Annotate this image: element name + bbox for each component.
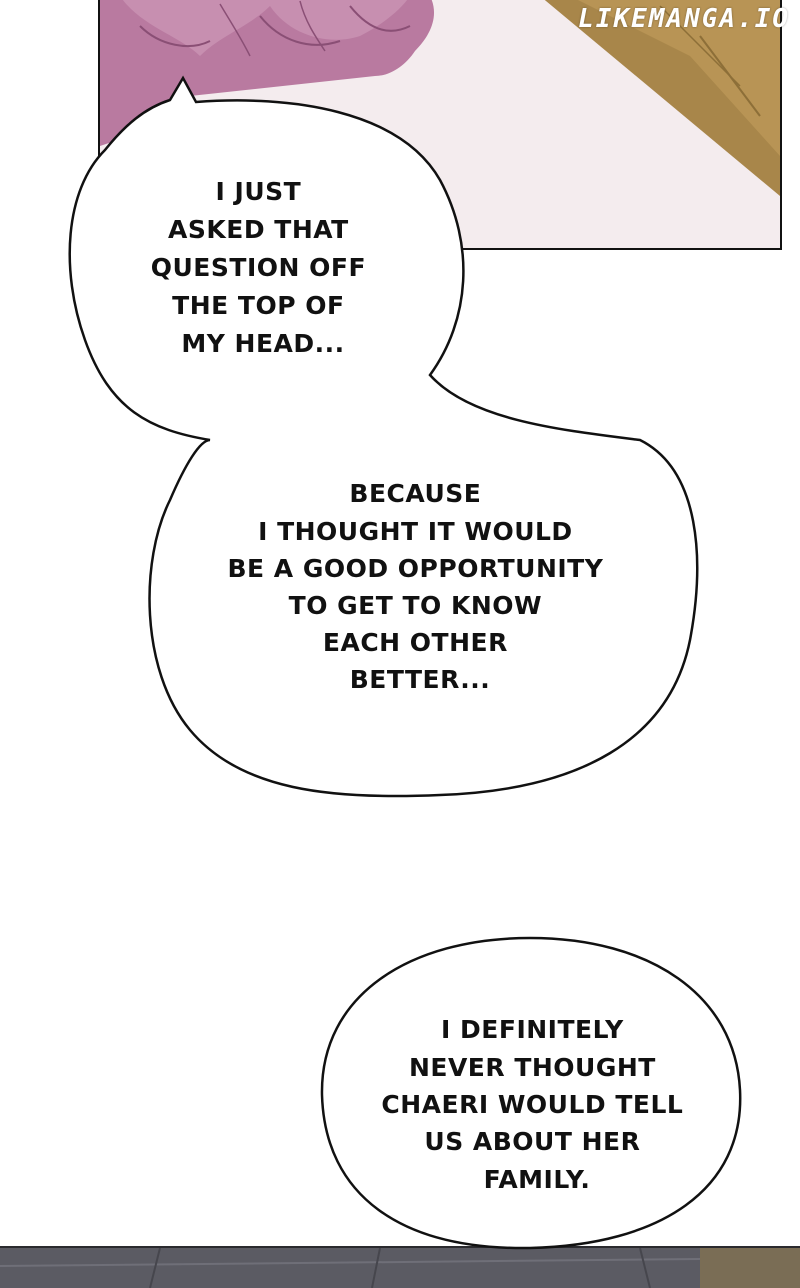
bubble-3-line: I DEFINITELY xyxy=(441,1015,624,1044)
bubble-1-line: QUESTION OFF xyxy=(151,253,366,282)
bubble-2-text: BECAUSE I THOUGHT IT WOULD BE A GOOD OPP… xyxy=(227,479,612,694)
bubble-1-line: MY HEAD... xyxy=(181,329,344,358)
bubble-2-line: BE A GOOD OPPORTUNITY xyxy=(227,554,603,583)
bubble-3-line: FAMILY. xyxy=(484,1165,591,1194)
bubble-1-line: ASKED THAT xyxy=(168,215,349,244)
bubble-2-line: BETTER... xyxy=(350,665,491,694)
speech-bubble-1 xyxy=(68,75,699,798)
bubble-3-line: CHAERI WOULD TELL xyxy=(381,1090,683,1119)
bubble-2-line: EACH OTHER xyxy=(323,628,508,657)
site-watermark: LIKEMANGA.IO xyxy=(578,4,790,34)
speech-bubble-3 xyxy=(320,936,742,1250)
bubble-3-text: I DEFINITELY NEVER THOUGHT CHAERI WOULD … xyxy=(381,1015,692,1194)
bubble-1-line: I JUST xyxy=(216,177,302,206)
bubble-1-line: THE TOP OF xyxy=(172,291,344,320)
bubble-1-text: I JUST ASKED THAT QUESTION OFF THE TOP O… xyxy=(151,177,376,358)
bubble-3-line: NEVER THOUGHT xyxy=(409,1053,656,1082)
bubble-2-line: I THOUGHT IT WOULD xyxy=(258,517,573,546)
bubble-3-line: US ABOUT HER xyxy=(424,1127,640,1156)
bubble-2-line: TO GET TO KNOW xyxy=(289,591,543,620)
bubble-2-line: BECAUSE xyxy=(349,479,481,508)
